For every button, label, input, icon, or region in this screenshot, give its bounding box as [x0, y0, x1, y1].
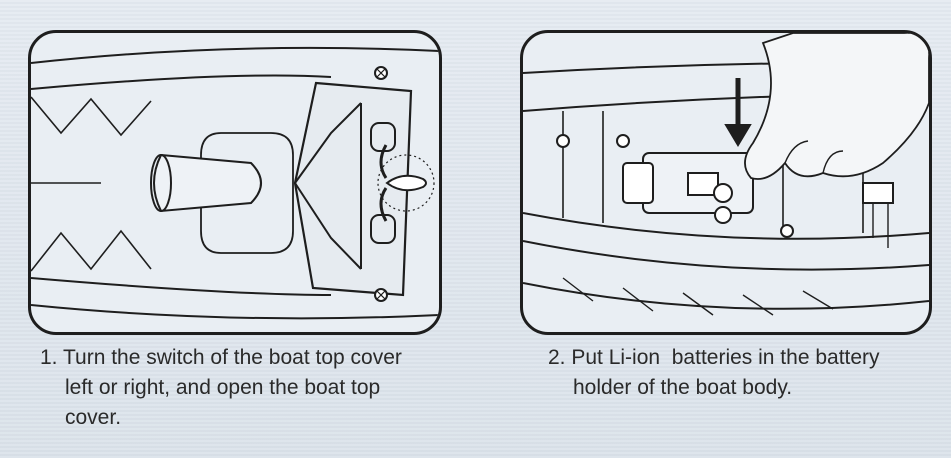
- step-1-caption: 1. Turn the switch of the boat top cover…: [40, 343, 440, 433]
- step-2-text-line-2: holder of the boat body.: [573, 376, 793, 399]
- step-1-number: 1.: [40, 346, 58, 369]
- illustration-panel-step-2: [520, 30, 932, 335]
- step-2-caption: 2. Put Li-ion batteries in the battery h…: [548, 343, 938, 403]
- step-1-line-1: 1. Turn the switch of the boat top cover: [40, 343, 440, 373]
- step-1-text-line-2: left or right, and open the boat top: [65, 376, 381, 399]
- illustration-panel-step-1: [28, 30, 442, 335]
- step-1-text-line-3: cover.: [65, 406, 122, 429]
- step-2-line-1: 2. Put Li-ion batteries in the battery: [548, 343, 938, 373]
- boat-top-cover-diagram: [31, 46, 439, 320]
- step-1-text-line-1: Turn the switch of the boat top cover: [62, 346, 402, 369]
- battery-holder-diagram: [523, 33, 929, 316]
- step-2-number: 2.: [548, 346, 566, 369]
- step-2-text-line-1: Put Li-ion batteries in the battery: [571, 346, 880, 369]
